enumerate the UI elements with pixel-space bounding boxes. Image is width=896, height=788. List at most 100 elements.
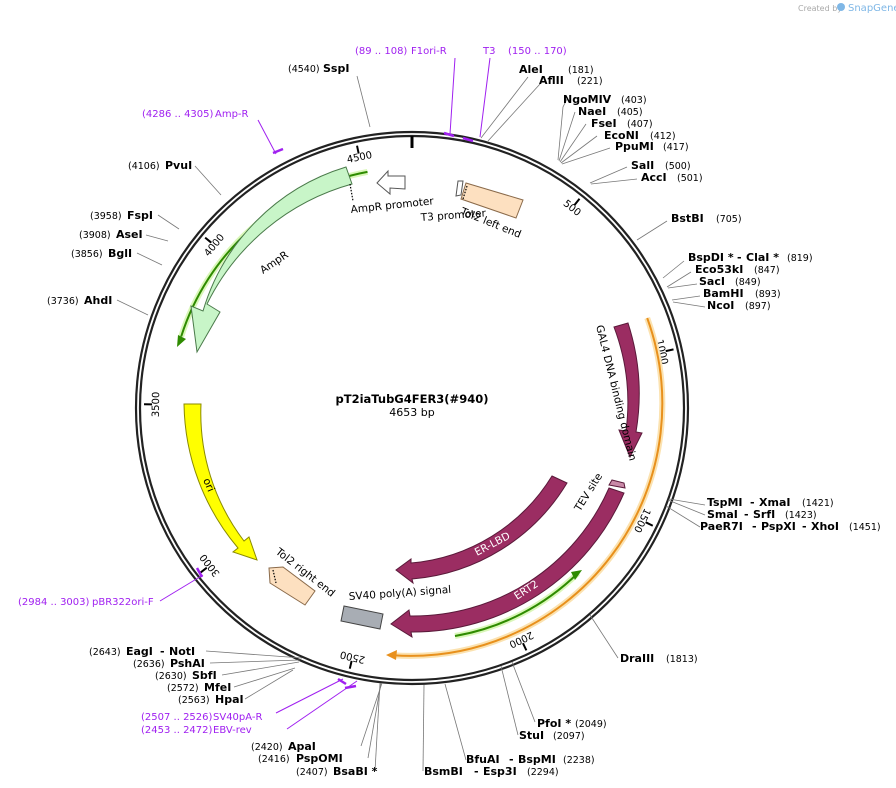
site-pspomi-pos: (2416) xyxy=(258,754,290,765)
tol2-right-marker xyxy=(272,569,277,584)
site-pvui-name: PvuI xyxy=(165,159,192,172)
site-fspi-name: FspI xyxy=(127,209,153,222)
site-econi-name: EcoNI xyxy=(604,129,639,142)
site-draiii-pos: (1813) xyxy=(666,654,698,665)
backbone-outer-ring xyxy=(134,130,690,686)
site-sali-pos: (500) xyxy=(665,161,691,172)
site-asei-name: AseI xyxy=(116,228,143,241)
primer-ebv-range: (2453 .. 2472) xyxy=(141,725,213,736)
site-paer7i-name: PaeR7I xyxy=(700,520,743,533)
primer-f1ori-range: (89 .. 108) xyxy=(355,46,407,57)
primer-sv40pa-range: (2507 .. 2526) xyxy=(141,712,213,723)
site-alei-name: AleI xyxy=(519,63,543,76)
site-econi-pos: (412) xyxy=(650,131,676,142)
site-mfei-name: MfeI xyxy=(204,681,231,694)
site-bamhi-pos: (893) xyxy=(755,289,781,300)
site-acci-name: AccI xyxy=(641,171,667,184)
site-hpai-name: HpaI xyxy=(215,693,244,706)
site-eagi-name: EagI xyxy=(126,645,153,658)
site-smai-pos: (1423) xyxy=(785,510,817,521)
primer-pbr322-range: (2984 .. 3003) xyxy=(18,597,90,608)
tick-label-3500: 3500 xyxy=(151,392,162,418)
ampr-label: AmpR xyxy=(258,249,291,276)
site-tspmi-sep: - xyxy=(750,496,755,509)
site-eco53ki-name: Eco53kI xyxy=(695,263,743,276)
ampr-promoter-arrow xyxy=(376,169,406,196)
site-naei-name: NaeI xyxy=(578,105,606,118)
tick-mark-4500 xyxy=(356,145,360,154)
site-bsmbi-name: BsmBI xyxy=(424,765,463,778)
site-apai-name: ApaI xyxy=(288,740,316,753)
site-bspmi-name: BspMI xyxy=(518,753,556,766)
tick-mark-1000 xyxy=(665,348,674,353)
site-hpai-pos: (2563) xyxy=(178,695,210,706)
tick-mark-1500 xyxy=(645,521,654,527)
site-fsei-pos: (407) xyxy=(627,119,653,130)
primer-t3-range: (150 .. 170) xyxy=(508,46,567,57)
site-sspi-pos: (4540) xyxy=(288,64,320,75)
site-aflii-name: AflII xyxy=(539,74,564,87)
site-eagi-sep: - xyxy=(160,645,165,658)
site-ncoi-pos: (897) xyxy=(745,301,771,312)
site-ngomiv-pos: (403) xyxy=(621,95,647,106)
site-mfei-pos: (2572) xyxy=(167,683,199,694)
site-pshai-name: PshAI xyxy=(170,657,205,670)
site-xhoi-name: XhoI xyxy=(811,520,839,533)
ert2-arrow xyxy=(390,487,625,639)
site-smai-name: SmaI xyxy=(707,508,738,521)
site-bsmbi-pos: (2294) xyxy=(527,767,559,778)
tick-label-2500: 2500 xyxy=(339,648,366,665)
watermark-prefix: Created by xyxy=(798,4,842,13)
primer-marks xyxy=(195,131,474,690)
site-bspdi-name: BspDI * xyxy=(688,251,734,264)
site-bspdi-pos: (819) xyxy=(787,253,813,264)
tick-mark-500 xyxy=(573,198,581,206)
site-clai-name: ClaI * xyxy=(746,251,779,264)
ampr-arrow xyxy=(190,166,353,354)
site-bspdi-sep: - xyxy=(737,251,742,264)
site-draiii-name: DraIII xyxy=(620,652,654,665)
primer-ampr-range: (4286 .. 4305) xyxy=(142,109,214,120)
primer-pbr322-name: pBR322ori-F xyxy=(92,597,154,608)
ampr-start-marker xyxy=(349,183,354,202)
site-bsabi-pos: (2407) xyxy=(296,767,328,778)
site-sspi-name: SspI xyxy=(323,62,349,75)
site-fspi-pos: (3958) xyxy=(90,211,122,222)
primer-t3-name: T3 xyxy=(482,46,495,57)
site-esp3i-name: Esp3I xyxy=(483,765,517,778)
tick-mark-2000 xyxy=(522,642,528,651)
tev-site xyxy=(608,479,626,489)
site-leader-lines xyxy=(116,75,706,772)
site-bsabi-name: BsaBI * xyxy=(333,765,378,778)
tick-mark-2500 xyxy=(348,660,353,669)
site-sali-name: SalI xyxy=(631,159,654,172)
t3-promoter-label: T3 promoter xyxy=(419,207,487,224)
ert2-orf-line xyxy=(454,572,579,637)
site-eagi-pos: (2643) xyxy=(89,647,121,658)
gal4-orf-arrowhead xyxy=(386,650,397,660)
site-bgli-name: BglI xyxy=(108,247,132,260)
plasmid-length: 4653 bp xyxy=(389,406,434,419)
site-bsmbi-sep: - xyxy=(474,765,479,778)
tol2-left-marker xyxy=(462,185,468,200)
site-alei-pos: (181) xyxy=(568,65,594,76)
site-sbfi-pos: (2630) xyxy=(155,671,187,682)
site-acci-pos: (501) xyxy=(677,173,703,184)
site-pvui-pos: (4106) xyxy=(128,161,160,172)
plasmid-name: pT2iaTubG4FER3(#940) xyxy=(336,392,489,406)
site-bgli-pos: (3856) xyxy=(71,249,103,260)
site-tspmi-name: TspMI xyxy=(707,496,743,509)
site-tspmi-pos: (1421) xyxy=(802,498,834,509)
site-stui-name: StuI xyxy=(519,729,544,742)
site-ahdi-name: AhdI xyxy=(84,294,112,307)
ori-label: ori xyxy=(200,476,216,493)
tick-mark-3000 xyxy=(199,566,208,574)
primer-ebv-name: EBV-rev xyxy=(213,725,252,736)
snapgene-logo-icon xyxy=(837,3,845,11)
site-paer7i-pos: (1451) xyxy=(849,522,881,533)
site-pfoi-pos: (2049) xyxy=(575,719,607,730)
site-sbfi-name: SbfI xyxy=(192,669,217,682)
primer-lines xyxy=(159,57,491,730)
